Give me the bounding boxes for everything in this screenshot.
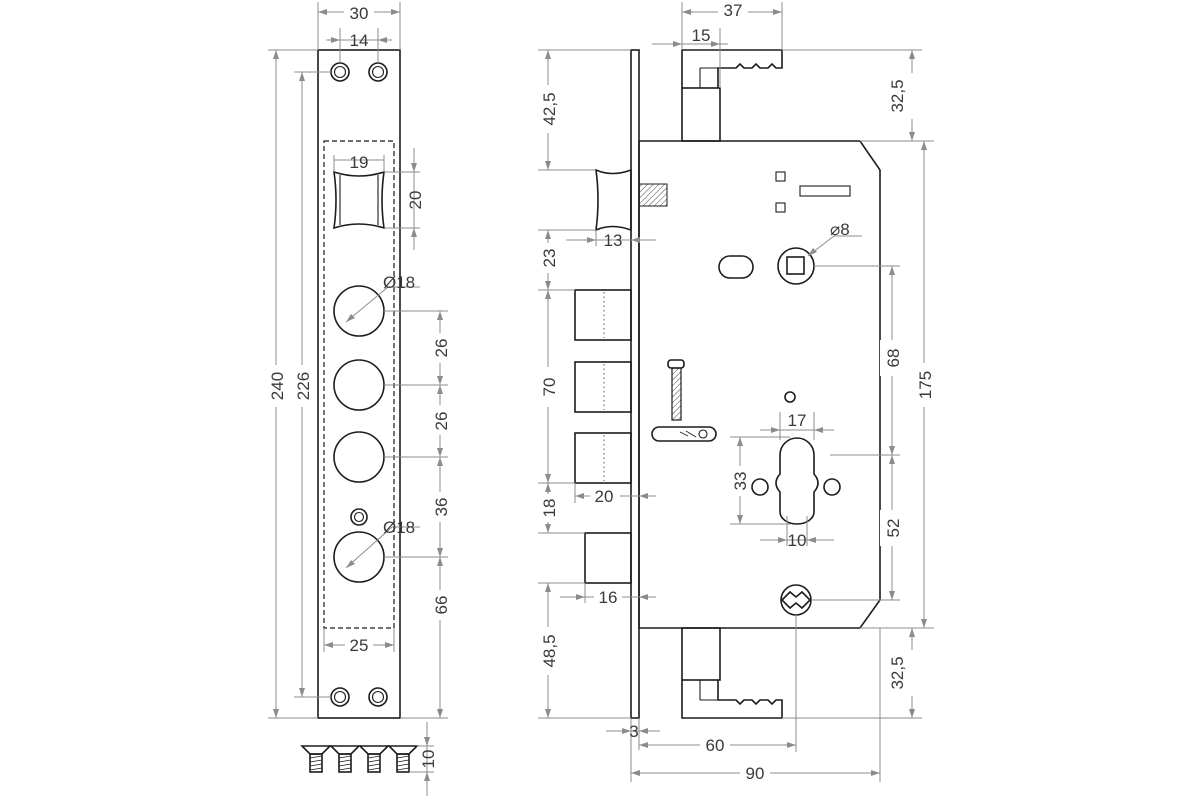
- dim-screw-10: 10: [419, 750, 438, 769]
- dim-left-42-5: 42,5: [540, 92, 559, 125]
- dim-bolt-20: 20: [595, 487, 614, 506]
- indicator-square: [775, 171, 786, 182]
- cylinder-screw-hole-right: [823, 478, 841, 496]
- strike-plate: [317, 49, 401, 719]
- dim-holes-14: 14: [350, 31, 369, 50]
- dim-dia-18-top: Ø18: [383, 273, 415, 292]
- dim-left-18: 18: [540, 499, 559, 518]
- dim-cyl-17: 17: [788, 411, 807, 430]
- latch-bolt: [595, 168, 632, 232]
- faceplate: [630, 49, 640, 719]
- dim-slot-20: 20: [406, 191, 425, 210]
- dim-depth-90: 90: [746, 764, 765, 783]
- dim-bottom-32-5: 32,5: [888, 656, 907, 689]
- top-rod: [681, 49, 783, 142]
- dim-top-32-5: 32,5: [888, 79, 907, 112]
- dim-gap-36: 36: [432, 498, 451, 517]
- dim-bolt-16: 16: [599, 588, 618, 607]
- cylinder-cutout: [775, 437, 819, 525]
- spindle-square: [786, 256, 805, 275]
- oval-slot: [718, 255, 754, 279]
- bolt-hole-2: [333, 359, 385, 411]
- strike-plate-dimensions: 30 14 240 226 19 20 Ø18: [266, 0, 451, 719]
- screws-group: 10: [300, 722, 438, 796]
- mounting-holes-bottom: [330, 687, 388, 707]
- lock-body: [574, 49, 881, 719]
- dim-dia-18-bottom: Ø18: [383, 518, 415, 537]
- dim-backset-60: 60: [706, 736, 725, 755]
- screw-icon: [358, 745, 390, 773]
- lever-pin: [667, 359, 685, 421]
- bottom-rod: [681, 627, 783, 719]
- lever-slot: [799, 185, 851, 197]
- lock-body-dimensions: 37 15 32,5 42,5 13 23 ⌀8: [536, 0, 935, 784]
- dim-gap-66: 66: [432, 596, 451, 615]
- dim-top-15: 15: [692, 26, 711, 45]
- dim-length-226: 226: [294, 372, 313, 400]
- screw-icon: [329, 745, 361, 773]
- lever-bar: [651, 426, 717, 442]
- screw-icon: [300, 745, 332, 773]
- dim-cyl-33: 33: [731, 472, 750, 491]
- dim-right-175: 175: [916, 371, 935, 399]
- dim-right-52: 52: [884, 519, 903, 538]
- strike-plate-outline: [317, 49, 401, 719]
- spindle-hub: [777, 247, 815, 285]
- dim-recess-25: 25: [350, 636, 369, 655]
- cylinder-screw-hole-left: [751, 478, 769, 496]
- dim-left-70: 70: [540, 378, 559, 397]
- dim-cyl-10: 10: [788, 531, 807, 550]
- dim-width-30: 30: [350, 4, 369, 23]
- dim-top-37: 37: [724, 1, 743, 20]
- mounting-holes-top: [330, 62, 388, 82]
- dim-right-68: 68: [884, 349, 903, 368]
- dead-bolt-1: [574, 289, 632, 341]
- lever-pivot: [698, 429, 708, 439]
- bolt-hole-3: [333, 431, 385, 483]
- dim-left-48-5: 48,5: [540, 634, 559, 667]
- latch-slot: [333, 170, 385, 230]
- fixing-screw: [780, 584, 812, 616]
- small-hole: [350, 508, 368, 526]
- dead-bolt-3: [574, 432, 632, 484]
- fixing-screw-head: [780, 590, 812, 610]
- screw-icon: [387, 745, 419, 773]
- dim-latch-13: 13: [604, 231, 623, 250]
- dead-bolt-2: [574, 361, 632, 413]
- latch-spring: [638, 183, 668, 207]
- dim-faceplate-3: 3: [629, 722, 638, 741]
- dim-dia-8: ⌀8: [830, 220, 850, 239]
- dim-gap-26-b: 26: [432, 412, 451, 431]
- indicator-square: [775, 202, 786, 213]
- dim-slot-19: 19: [350, 153, 369, 172]
- dim-gap-26-a: 26: [432, 339, 451, 358]
- lower-latch: [584, 532, 632, 584]
- dim-left-23: 23: [540, 249, 559, 268]
- dim-length-240: 240: [268, 372, 287, 400]
- small-pin: [784, 391, 796, 403]
